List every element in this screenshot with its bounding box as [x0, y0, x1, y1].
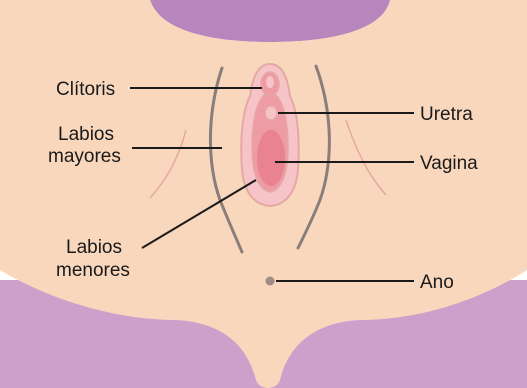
labios-mayores-label-line2: mayores: [48, 146, 121, 167]
labios-menores-label-line2: menores: [56, 260, 130, 281]
clitoris-glans: [266, 76, 274, 88]
anus-shape: [266, 277, 275, 286]
vagina-shape: [257, 130, 285, 186]
labios-menores-label-line1: Labios: [66, 237, 122, 258]
labios-mayores-label-line1: Labios: [58, 124, 114, 145]
clitoris-label: Clítoris: [56, 79, 115, 100]
ano-label: Ano: [420, 272, 454, 293]
urethra-shape: [265, 106, 277, 120]
uretra-label: Uretra: [420, 104, 473, 125]
vagina-label: Vagina: [420, 153, 478, 174]
